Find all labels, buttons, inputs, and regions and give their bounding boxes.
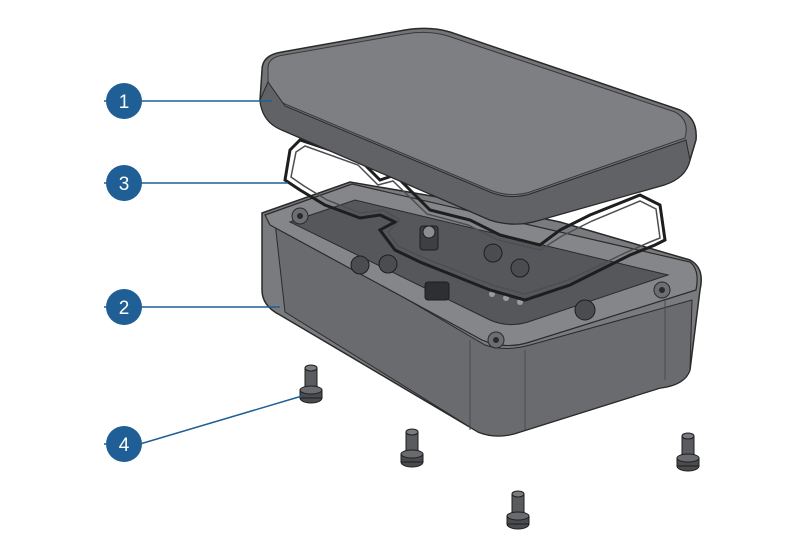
enclosure-gasket: [283, 138, 667, 302]
callout-3-circle: [106, 165, 142, 201]
enclosure-lid: [259, 27, 697, 225]
callout-1-label: 1: [119, 92, 130, 113]
callouts: 1 3 2 4: [104, 83, 303, 462]
callout-4-label: 4: [119, 435, 130, 456]
callout-2-label: 2: [119, 298, 130, 319]
enclosure-base: [261, 181, 702, 437]
callout-3-label: 3: [119, 174, 130, 195]
screw-1: [299, 364, 323, 404]
screw-3: [676, 432, 700, 472]
callout-4-circle: [106, 426, 142, 462]
leader-line-4: [139, 395, 303, 445]
callout-2-circle: [106, 289, 142, 325]
screw-4: [506, 490, 530, 530]
callout-1-circle: [106, 83, 142, 119]
screw-2: [400, 428, 424, 468]
